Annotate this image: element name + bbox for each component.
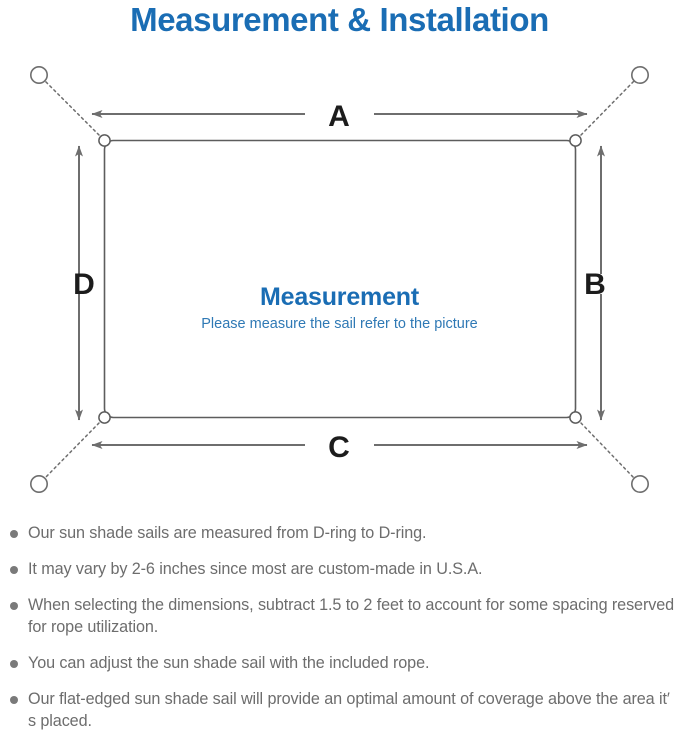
anchor-point-top-left bbox=[29, 65, 48, 84]
bullet-icon bbox=[10, 696, 18, 704]
list-item: Our flat-edged sun shade sail will provi… bbox=[0, 688, 679, 732]
d-ring-bottom-right bbox=[569, 411, 582, 424]
rope-line-bottom-right bbox=[580, 422, 635, 479]
note-text: Our flat-edged sun shade sail will provi… bbox=[28, 690, 670, 730]
d-ring-bottom-left bbox=[98, 411, 111, 424]
d-ring-top-left bbox=[98, 134, 111, 147]
diagram-svg: A C D B bbox=[29, 65, 649, 493]
dimension-label-a: A bbox=[328, 100, 350, 133]
list-item: When selecting the dimensions, subtract … bbox=[0, 594, 679, 638]
note-text: Our sun shade sails are measured from D-… bbox=[28, 524, 427, 542]
note-text: When selecting the dimensions, subtract … bbox=[28, 596, 675, 636]
anchor-point-bottom-left bbox=[29, 474, 48, 493]
list-item: You can adjust the sun shade sail with t… bbox=[0, 652, 679, 674]
d-ring-top-right bbox=[569, 134, 582, 147]
anchor-point-bottom-right bbox=[630, 474, 649, 493]
bullet-icon bbox=[10, 602, 18, 610]
anchor-point-top-right bbox=[630, 65, 649, 84]
rope-line-top-left bbox=[44, 80, 100, 136]
note-text: You can adjust the sun shade sail with t… bbox=[28, 654, 430, 672]
dimension-label-c: C bbox=[328, 431, 350, 464]
notes-list: Our sun shade sails are measured from D-… bbox=[0, 522, 679, 739]
rope-line-bottom-left bbox=[44, 422, 100, 479]
bullet-icon bbox=[10, 660, 18, 668]
list-item: It may vary by 2-6 inches since most are… bbox=[0, 558, 679, 580]
bullet-icon bbox=[10, 566, 18, 574]
rope-line-top-right bbox=[580, 80, 635, 136]
sail-rectangle bbox=[103, 139, 577, 419]
list-item: Our sun shade sails are measured from D-… bbox=[0, 522, 679, 544]
dimension-label-b: B bbox=[584, 268, 606, 301]
page-title: Measurement & Installation bbox=[130, 1, 549, 38]
dimension-label-d: D bbox=[73, 268, 95, 301]
note-text: It may vary by 2-6 inches since most are… bbox=[28, 560, 483, 578]
bullet-icon bbox=[10, 530, 18, 538]
measurement-diagram: A C D B Measurement Please measure the s… bbox=[0, 46, 679, 516]
